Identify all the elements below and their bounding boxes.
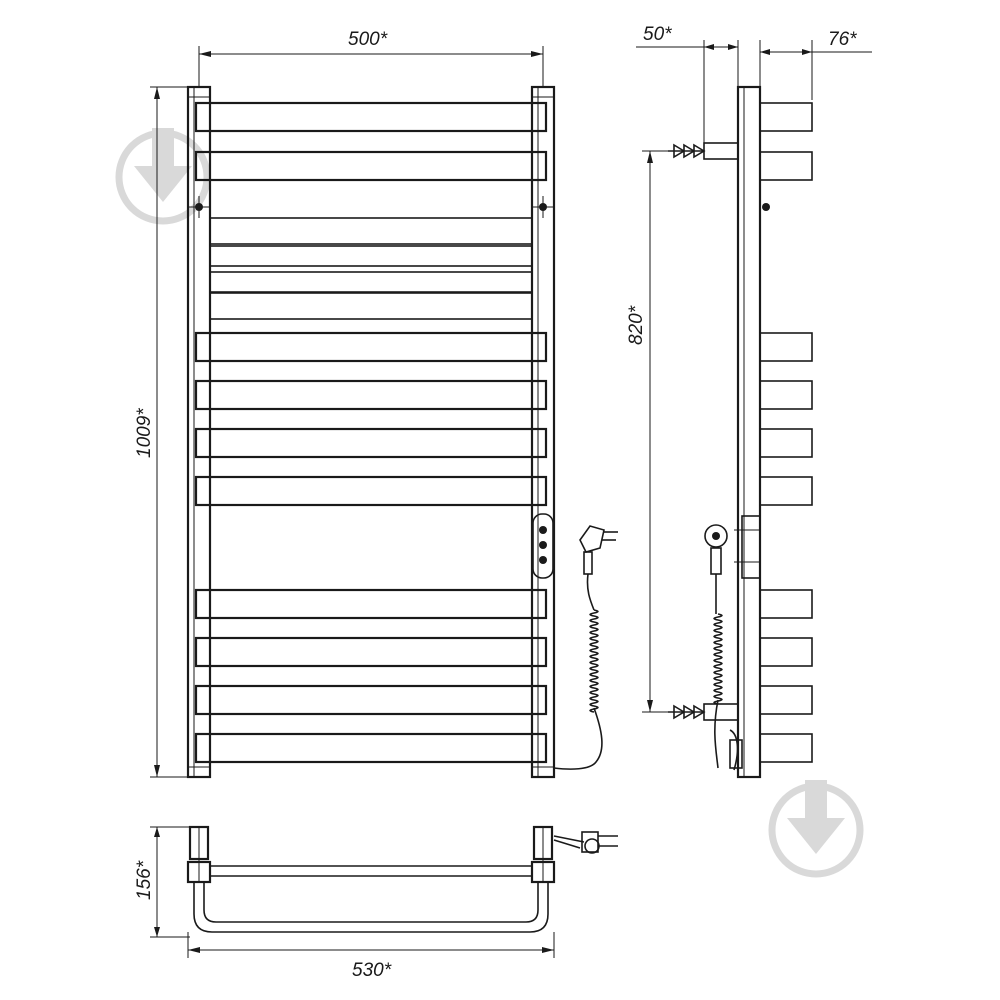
plug-front	[579, 525, 618, 575]
right-post	[530, 85, 556, 779]
narrow-bars	[209, 217, 533, 320]
dimension-depth-bars-label: 76*	[828, 29, 857, 50]
dimension-depth-bottom-label: 156*	[134, 860, 155, 900]
dimension-offset-pipe-label: 50*	[643, 24, 672, 45]
wide-bar	[194, 684, 548, 716]
watermark-bottom-right	[768, 780, 864, 878]
side-view	[668, 85, 813, 779]
side-cable-entry	[729, 739, 743, 769]
wide-bar	[194, 101, 548, 133]
side-bar-end	[759, 332, 813, 362]
side-control-unit	[741, 515, 761, 579]
side-bar-end	[759, 428, 813, 458]
narrow-bar	[209, 245, 533, 273]
side-post	[736, 85, 762, 779]
wide-bar	[194, 427, 548, 459]
wide-bar	[194, 475, 548, 507]
narrow-bar	[209, 292, 533, 320]
plug-side	[704, 524, 728, 575]
wide-bar	[194, 379, 548, 411]
side-bar-end	[759, 589, 813, 619]
control-unit	[532, 513, 554, 579]
dimension-height-left-label: 1009*	[134, 408, 155, 458]
dimension-mount-spacing: 820*	[626, 150, 668, 713]
wall-mount-bottom	[668, 703, 739, 721]
side-bar-end	[759, 733, 813, 763]
side-bar-end	[759, 151, 813, 181]
cable-front	[553, 573, 603, 770]
wide-bar	[194, 588, 548, 620]
side-bars	[759, 102, 813, 763]
side-bar-end	[759, 380, 813, 410]
mount-point-right	[532, 196, 554, 218]
wide-bar	[194, 636, 548, 668]
dimension-depth-bars: 76*	[759, 29, 872, 100]
side-bar-end	[759, 476, 813, 506]
dimension-height-left: 1009*	[134, 86, 188, 778]
front-view	[186, 85, 618, 779]
wide-bar	[194, 331, 548, 363]
cable-side	[714, 574, 739, 771]
top-view	[186, 825, 618, 933]
narrow-bar	[209, 265, 533, 293]
wall-mount-top	[668, 142, 739, 160]
dimension-offset-pipe: 50*	[636, 24, 739, 143]
wide-bar	[194, 150, 548, 182]
dimension-width-top: 500*	[198, 29, 544, 87]
dimension-depth-bottom: 156*	[134, 826, 190, 938]
mount-point-left	[188, 196, 210, 218]
dimension-mount-spacing-label: 820*	[626, 305, 647, 345]
watermark-top-left	[115, 128, 211, 225]
narrow-bar	[209, 217, 533, 245]
side-mount-point	[762, 203, 770, 211]
coiled-cable-side	[713, 613, 723, 705]
coiled-cable-front	[589, 609, 599, 713]
side-bar-end	[759, 685, 813, 715]
dimension-width-bottom: 530*	[187, 932, 555, 981]
wide-bars	[194, 101, 548, 764]
side-bar-end	[759, 102, 813, 132]
dimension-width-top-label: 500*	[348, 29, 388, 50]
side-bar-end	[759, 637, 813, 667]
dimension-width-bottom-label: 530*	[352, 960, 392, 981]
wide-bar	[194, 732, 548, 764]
